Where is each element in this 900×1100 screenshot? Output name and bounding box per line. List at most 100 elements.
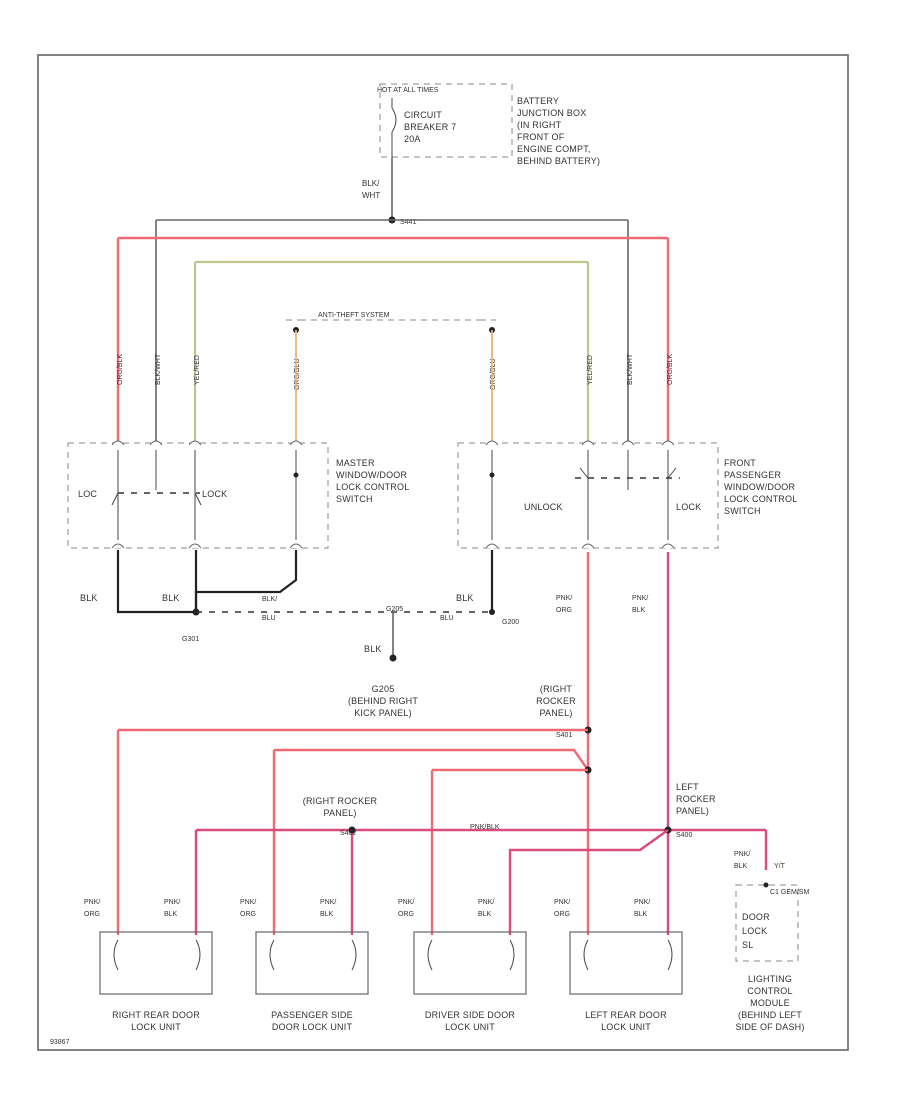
- unit3-tr-2: BLK: [478, 911, 492, 918]
- ground-g205-node: [389, 654, 397, 662]
- unit4-tl-2: ORG: [554, 911, 570, 918]
- module-connector: C1 GEM/SM: [770, 889, 809, 896]
- lock-unit-left-rear: PNK/ ORG PNK/ BLK LEFT REAR DOOR LOCK UN…: [554, 899, 683, 1032]
- front-title-2: PASSENGER: [724, 470, 781, 480]
- master-title-4: SWITCH: [336, 494, 373, 504]
- master-lock-left-label: LOC: [78, 489, 97, 499]
- lighting-control-module: C1 GEM/SM DOOR LOCK SL LIGHTING CONTROL …: [735, 882, 809, 1032]
- module-inside-3: SL: [742, 940, 753, 950]
- front-title-1: FRONT: [724, 458, 756, 468]
- module-wire-yt: Y/T: [774, 863, 786, 870]
- splice-s402-label: S402: [340, 830, 356, 837]
- g205-loc-2: (BEHIND RIGHT: [348, 696, 418, 706]
- front-passenger-lock-control-switch: UNLOCK LOCK FRONT PASSENGER WINDOW/DOOR …: [457, 440, 797, 549]
- ground-g200-label: G200: [502, 619, 519, 626]
- conn-master-2: [149, 440, 163, 446]
- hot-at-all-times-label: HOT AT ALL TIMES: [377, 87, 439, 94]
- gnd-wire-blk-blu-1b: BLU: [262, 615, 276, 622]
- left-rocker-3: PANEL): [676, 806, 709, 816]
- unit3-tl-2: ORG: [398, 911, 414, 918]
- gnd-wire-blk-blu-1a: BLK/: [262, 596, 277, 603]
- out-pnk-org-1: PNK/: [556, 595, 572, 602]
- unit3-label-1: DRIVER SIDE DOOR: [425, 1010, 516, 1020]
- out-pnk-blk-2: BLK: [632, 607, 646, 614]
- ground-g200-node: [489, 609, 495, 615]
- unit4-tr-1: PNK/: [634, 899, 650, 906]
- right-rocker2-2: PANEL): [323, 808, 356, 818]
- unit2-tr-2: BLK: [320, 911, 334, 918]
- breaker-label-1: CIRCUIT: [404, 110, 442, 120]
- breaker-label-2: BREAKER 7: [404, 122, 456, 132]
- junction-loc-5: ENGINE COMPT,: [517, 144, 591, 154]
- g205-loc-3: KICK PANEL): [354, 708, 412, 718]
- ground-g205-inline: G205: [386, 606, 403, 613]
- conn-master-1: [111, 440, 125, 446]
- unit2-tl-2: ORG: [240, 911, 256, 918]
- junction-loc-4: FRONT OF: [517, 132, 565, 142]
- unit4-label-1: LEFT REAR DOOR: [585, 1010, 667, 1020]
- breaker-label-3: 20A: [404, 134, 421, 144]
- master-title-2: WINDOW/DOOR: [336, 470, 407, 480]
- out-pnk-org-2: ORG: [556, 607, 572, 614]
- anti-theft-system: ANTI-THEFT SYSTEM: [286, 312, 496, 445]
- lock-unit-passenger-side: PNK/ ORG PNK/ BLK PASSENGER SIDE DOOR LO…: [240, 899, 369, 1032]
- right-rocker2-1: (RIGHT ROCKER: [303, 796, 378, 806]
- unit2-label-1: PASSENGER SIDE: [271, 1010, 353, 1020]
- right-rocker-3: PANEL): [539, 708, 572, 718]
- unit1-tr-2: BLK: [164, 911, 178, 918]
- diagram-frame: [37, 54, 849, 1051]
- right-rocker-2: ROCKER: [536, 696, 576, 706]
- unit3-label-2: LOCK UNIT: [445, 1022, 495, 1032]
- unit2-tr-1: PNK/: [320, 899, 336, 906]
- module-label-2: CONTROL: [747, 986, 792, 996]
- unit2-tl-1: PNK/: [240, 899, 256, 906]
- unit4-tr-2: BLK: [634, 911, 648, 918]
- module-inside-2: LOCK: [742, 926, 767, 936]
- unit1-label-2: LOCK UNIT: [131, 1022, 181, 1032]
- conn-master-4: [289, 440, 303, 446]
- figure-id: 93867: [50, 1039, 70, 1046]
- front-lock-label: LOCK: [676, 502, 701, 512]
- junction-loc-1: BATTERY: [517, 96, 559, 106]
- wire-label-yel-red-right: YEL/RED: [587, 355, 594, 385]
- module-label-3: MODULE: [750, 998, 790, 1008]
- front-title-4: LOCK CONTROL: [724, 494, 797, 504]
- battery-junction-box: HOT AT ALL TIMES CIRCUIT BREAKER 7 20A B…: [377, 83, 600, 166]
- left-rocker-2: ROCKER: [676, 794, 716, 804]
- right-rocker-1: (RIGHT: [540, 684, 572, 694]
- wire-label-blk-wht-right: BLK/WHT: [627, 353, 634, 385]
- inline-pnk-blk: PNK/BLK: [470, 824, 500, 831]
- lock-unit-driver-side: PNK/ ORG PNK/ BLK DRIVER SIDE DOOR LOCK …: [398, 899, 527, 1032]
- power-wire-label-2: WHT: [362, 191, 380, 200]
- module-wire-blk: BLK: [734, 863, 748, 870]
- module-label-5: SIDE OF DASH): [735, 1022, 804, 1032]
- left-rocker-1: LEFT: [676, 782, 699, 792]
- front-title-3: WINDOW/DOOR: [724, 482, 795, 492]
- gnd-wire-blk-4: BLK: [364, 644, 382, 654]
- master-title-1: MASTER: [336, 458, 375, 468]
- lock-unit-right-rear: PNK/ ORG PNK/ BLK RIGHT REAR DOOR LOCK U…: [84, 899, 213, 1032]
- out-pnk-blk-1: PNK/: [632, 595, 648, 602]
- wire-label-org-blu-left: ORG/BLU: [294, 358, 301, 390]
- module-inside-1: DOOR: [742, 912, 770, 922]
- unit4-label-2: LOCK UNIT: [601, 1022, 651, 1032]
- splice-s402: [348, 826, 356, 834]
- gnd-wire-blk-1: BLK: [80, 593, 98, 603]
- gnd-wire-blk-blu-2: BLU: [440, 615, 454, 622]
- front-unlock-label: UNLOCK: [524, 502, 563, 512]
- module-label-1: LIGHTING: [748, 974, 792, 984]
- unit1-tr-1: PNK/: [164, 899, 180, 906]
- junction-loc-6: BEHIND BATTERY): [517, 156, 600, 166]
- splice-s441-label: S441: [400, 219, 416, 226]
- master-lock-control-switch: LOC LOCK MASTER WINDOW/DOOR LOCK CONTROL…: [67, 440, 409, 549]
- splice-s400-label: S400: [676, 832, 692, 839]
- wire-label-org-blu-right: ORG/BLU: [490, 358, 497, 390]
- master-lock-right-label: LOCK: [202, 489, 227, 499]
- module-label-4: (BEHIND LEFT: [738, 1010, 802, 1020]
- wire-label-yel-red-left: YEL/RED: [194, 355, 201, 385]
- unit3-tr-1: PNK/: [478, 899, 494, 906]
- ground-g301-label: G301: [182, 636, 199, 643]
- power-wire-label-1: BLK/: [362, 179, 380, 188]
- unit1-label-1: RIGHT REAR DOOR: [112, 1010, 200, 1020]
